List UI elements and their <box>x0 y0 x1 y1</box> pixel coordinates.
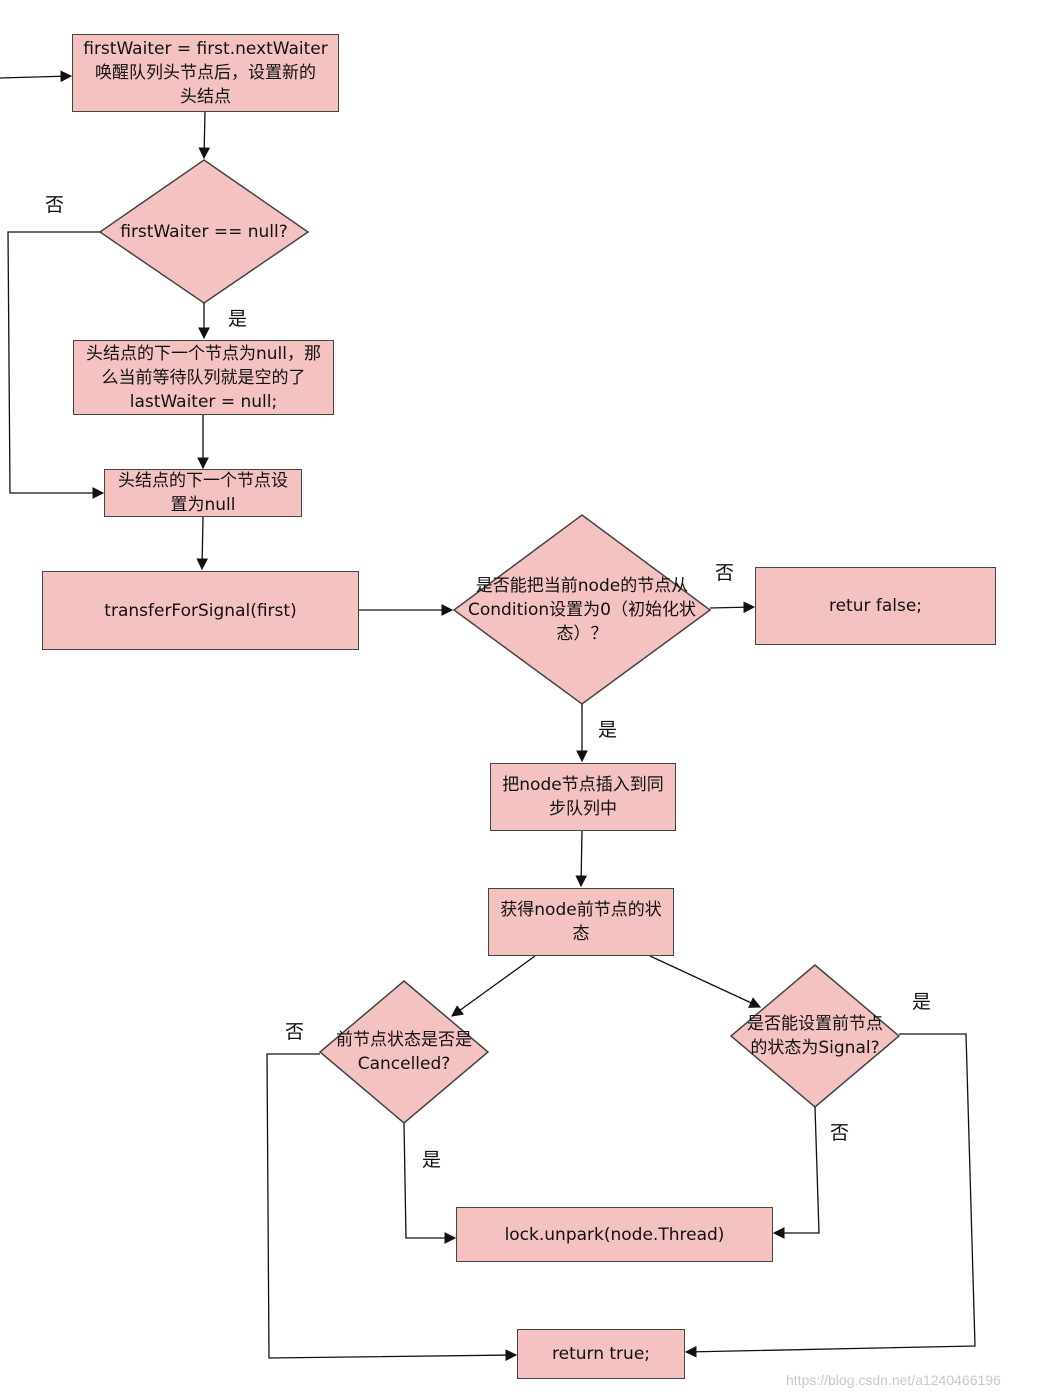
label-yes-check-null: 是 <box>228 308 248 330</box>
check-null-diamond <box>98 159 310 304</box>
entry-arrow <box>0 70 73 83</box>
set-next-null-node: 头结点的下一个节点设 置为null <box>104 469 302 517</box>
get-prev-state-node: 获得node前节点的状 态 <box>488 888 674 956</box>
arrow-cancelled-no <box>266 1053 518 1361</box>
is-cancelled-diamond <box>318 980 490 1124</box>
label-yes-cas: 是 <box>598 719 618 741</box>
arrow-set-first-to-check <box>198 111 211 160</box>
queue-empty-node: 头结点的下一个节点为null，那 么当前等待队列就是空的了 lastWaiter… <box>73 340 334 415</box>
can-set-signal-diamond <box>729 964 901 1108</box>
label-no-cas: 否 <box>715 562 735 584</box>
return-false-node: retur false; <box>755 567 996 645</box>
arrow-check-no <box>7 231 105 499</box>
label-yes-signal: 是 <box>912 991 932 1013</box>
label-yes-cancelled: 是 <box>422 1149 442 1171</box>
arrow-setnull-to-transfer <box>196 516 209 571</box>
arrow-cancelled-yes <box>403 1122 457 1244</box>
insert-sync-queue-node: 把node节点插入到同 步队列中 <box>490 763 676 831</box>
label-no-cancelled: 否 <box>285 1021 305 1043</box>
arrow-insert-to-state <box>575 830 588 888</box>
label-no-signal: 否 <box>830 1122 850 1144</box>
label-no-check-null: 否 <box>45 194 65 216</box>
set-first-waiter-node: firstWaiter = first.nextWaiter 唤醒队列头节点后，… <box>72 34 339 112</box>
cas-condition-diamond <box>452 514 712 705</box>
arrow-signal-no <box>772 1106 820 1239</box>
unpark-node: lock.unpark(node.Thread) <box>456 1207 773 1262</box>
return-true-node: return true; <box>517 1329 685 1379</box>
arrow-signal-yes <box>684 1033 976 1358</box>
watermark: https://blog.csdn.net/a1240466196 <box>786 1372 1001 1388</box>
arrow-cas-no <box>709 601 756 614</box>
arrow-state-to-cancelled <box>451 955 536 1017</box>
transfer-for-signal-node: transferForSignal(first) <box>42 571 359 650</box>
arrow-state-to-signal <box>649 955 762 1008</box>
